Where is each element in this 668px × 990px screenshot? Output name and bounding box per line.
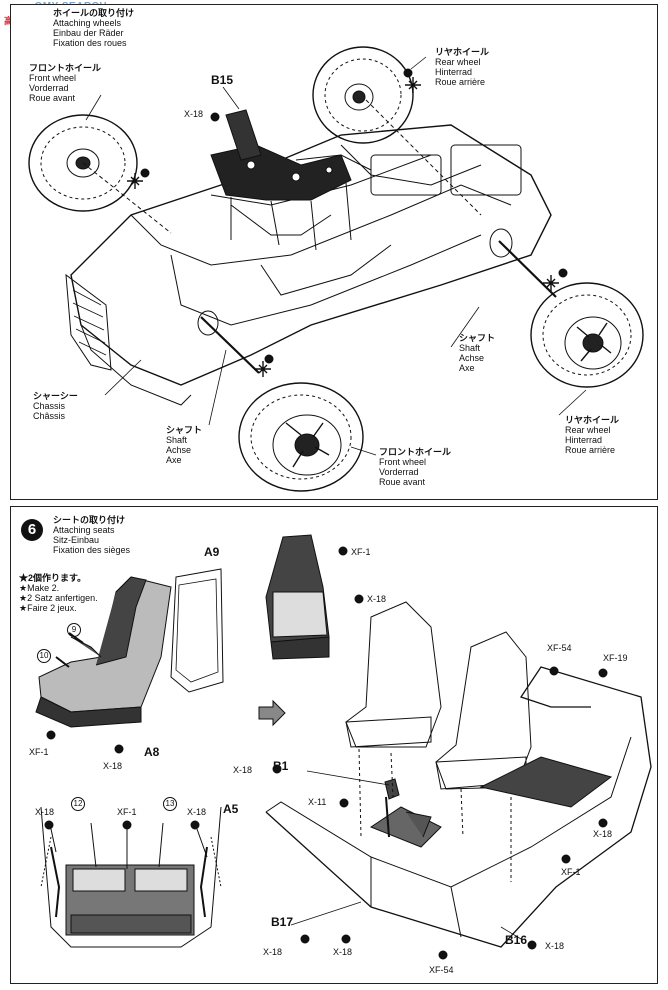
shaft-rear-fr: Axe [459, 363, 475, 373]
step6-panel: 6 シートの取り付け Attaching seats Sitz-Einbau F… [10, 506, 658, 984]
shaft-front-fr: Axe [166, 455, 182, 465]
step6-number: 6 [21, 519, 43, 541]
shaft-front-en: Shaft [166, 435, 188, 445]
paint-xf54-label-bottom: XF-54 [429, 965, 454, 975]
step5-heading-fr: Fixation des roues [53, 38, 127, 48]
make-two-note: ★2個作ります。 ★Make 2. ★2 Satz anfertigen. ★F… [19, 573, 98, 613]
rear-wheel-label-bottom: リヤホイール Rear wheel Hinterrad Roue arrière [565, 415, 619, 455]
front-wheel-bottom-fr: Roue avant [379, 477, 426, 487]
front-wheel-left-fr: Roue avant [29, 93, 76, 103]
step6-heading-fr: Fixation des sièges [53, 545, 131, 555]
part-x18-label-topview-left: X-18 [35, 807, 55, 817]
front-wheel-left-en: Front wheel [29, 73, 77, 83]
part-x11-label: X-11 [308, 797, 327, 807]
rear-wheel-top-de: Hinterrad [435, 67, 473, 77]
make-two-de: ★2 Satz anfertigen. [19, 593, 98, 603]
step5-drawing [28, 46, 644, 492]
rear-wheel-bottom-fr: Roue arrière [565, 445, 616, 455]
rear-wheel-top-jp: リヤホイール [435, 47, 490, 57]
rear-wheel-top-en: Rear wheel [435, 57, 481, 67]
rear-wheel-bottom-de: Hinterrad [565, 435, 603, 445]
part-x18-label-topview-right: X-18 [187, 807, 207, 817]
shaft-rear-label: シャフト Shaft Achse Axe [459, 333, 495, 373]
paint-xf1-label-right: XF-1 [561, 867, 581, 877]
part-b17-label: B17 [271, 915, 294, 929]
front-wheel-label-bottom: フロントホイール Front wheel Vorderrad Roue avan… [379, 447, 451, 487]
step5-heading-en: Attaching wheels [53, 18, 122, 28]
step6-heading-jp: シートの取り付け [53, 515, 126, 525]
shaft-front-jp: シャフト [166, 425, 203, 435]
paint-xf54-label-top: XF-54 [547, 643, 572, 653]
shaft-rear-en: Shaft [459, 343, 481, 353]
make-two-fr: ★Faire 2 jeux. [19, 603, 77, 613]
rear-wheel-bottom-jp: リヤホイール [565, 415, 620, 425]
chassis-jp: シャーシー [33, 391, 78, 401]
part-x18-label-b16: X-18 [545, 941, 565, 951]
rear-wheel-top-fr: Roue arrière [435, 77, 486, 87]
circled-part-12: 12 [71, 797, 85, 811]
chassis-en: Chassis [33, 401, 66, 411]
circled-part-9: 9 [67, 623, 81, 637]
part-x18-label-b17: X-18 [263, 947, 283, 957]
part-a5-label: A5 [223, 802, 239, 816]
part-b15-label: B15 [211, 73, 234, 87]
part-x18-label-right: X-18 [593, 829, 613, 839]
shaft-rear-jp: シャフト [459, 333, 496, 343]
step5-heading-de: Einbau der Räder [53, 28, 124, 38]
rear-wheel-bottom-en: Rear wheel [565, 425, 611, 435]
front-wheel-left-jp: フロントホイール [29, 63, 102, 73]
front-wheel-label-left: フロントホイール Front wheel Vorderrad Roue avan… [29, 63, 101, 103]
part-x18-label-top: X-18 [367, 594, 387, 604]
shaft-front-de: Achse [166, 445, 192, 455]
part-x18-label: X-18 [184, 109, 204, 119]
step5-heading: ホイールの取り付け Attaching wheels Einbau der Rä… [53, 8, 134, 48]
front-wheel-bottom-jp: フロントホイール [379, 447, 452, 457]
step5-panel: ホイールの取り付け Attaching wheels Einbau der Rä… [10, 4, 658, 500]
part-a9-label: A9 [204, 545, 220, 559]
step6-heading: シートの取り付け Attaching seats Sitz-Einbau Fix… [53, 515, 130, 555]
step5-heading-jp: ホイールの取り付け [53, 8, 135, 18]
circled-part-13: 13 [163, 797, 177, 811]
paint-xf1-label-topview: XF-1 [117, 807, 137, 817]
make-two-en: ★Make 2. [19, 583, 60, 593]
part-a8-label: A8 [144, 745, 160, 759]
paint-xf19-label: XF-19 [603, 653, 628, 663]
make-two-jp: ★2個作ります。 [19, 573, 87, 583]
step6-heading-de: Sitz-Einbau [53, 535, 100, 545]
part-b1-label: B1 [273, 759, 289, 773]
step6-heading-en: Attaching seats [53, 525, 115, 535]
front-wheel-left-de: Vorderrad [29, 83, 69, 93]
shaft-rear-de: Achse [459, 353, 485, 363]
part-x18-label-bottom: X-18 [333, 947, 353, 957]
rear-wheel-label-top: リヤホイール Rear wheel Hinterrad Roue arrière [435, 47, 489, 87]
part-x18-label-b1: X-18 [233, 765, 253, 775]
shaft-front-label: シャフト Shaft Achse Axe [166, 425, 202, 465]
front-wheel-bottom-de: Vorderrad [379, 467, 419, 477]
paint-xf1-label-left: XF-1 [29, 747, 49, 757]
chassis-fr: Châssis [33, 411, 66, 421]
part-b16-label: B16 [505, 933, 528, 947]
step6-drawing [35, 534, 652, 960]
chassis-label: シャーシー Chassis Châssis [33, 391, 78, 421]
part-x18-label-seat: X-18 [103, 761, 123, 771]
paint-xf1-label-top: XF-1 [351, 547, 371, 557]
circled-part-10: 10 [37, 649, 51, 663]
front-wheel-bottom-en: Front wheel [379, 457, 427, 467]
